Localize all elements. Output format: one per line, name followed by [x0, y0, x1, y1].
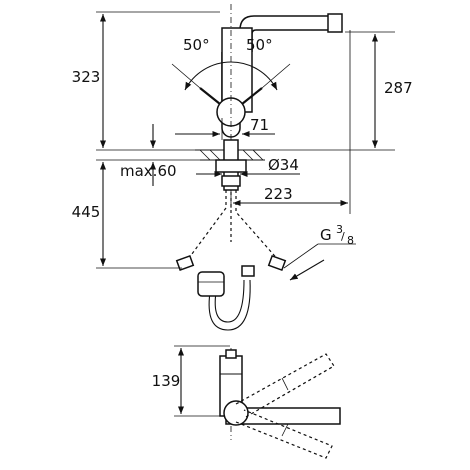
- angle-arc-right: [230, 61, 278, 91]
- connector-right: [267, 254, 287, 272]
- label-max60: max.60: [120, 162, 177, 180]
- label-thread-den: 8: [347, 234, 354, 247]
- label-angle-left: 50°: [183, 36, 210, 54]
- label-dia34: Ø34: [268, 156, 299, 174]
- swivel-joint: [223, 400, 249, 426]
- hose-right: [235, 190, 281, 263]
- mounting-nut: [215, 159, 247, 173]
- hose-left: [185, 190, 227, 263]
- lever-left: [199, 87, 221, 105]
- lever-right: [241, 87, 263, 105]
- faucet-side-view: 139: [152, 345, 341, 459]
- svg-text:/: /: [341, 230, 345, 243]
- label-445: 445: [72, 203, 101, 221]
- spray-head: [327, 13, 343, 33]
- label-thread-g: G: [320, 226, 332, 244]
- side-top-cap: [225, 349, 237, 359]
- label-71: 71: [250, 116, 269, 134]
- angle-arc-left: [184, 61, 232, 91]
- label-223: 223: [264, 185, 293, 203]
- label-angle-right: 50°: [246, 36, 273, 54]
- connector-left: [175, 254, 195, 272]
- fixing-nut: [221, 175, 241, 187]
- label-139: 139: [152, 372, 181, 390]
- spout-swing-up: [235, 353, 335, 419]
- hose-weight: [197, 271, 225, 297]
- hose-loop: [208, 279, 251, 331]
- label-thread-num: 3: [336, 223, 343, 236]
- label-287: 287: [384, 79, 413, 97]
- front-dimensions: 323 287 50° 50° 71 max.60 Ø34 445: [72, 11, 413, 281]
- thread-leader: [289, 259, 325, 281]
- hose-loop-inner: [214, 279, 245, 323]
- spout-swing-down: [235, 409, 333, 459]
- label-323: 323: [72, 68, 101, 86]
- connector-center: [241, 265, 255, 277]
- faucet-front-view: [175, 4, 343, 331]
